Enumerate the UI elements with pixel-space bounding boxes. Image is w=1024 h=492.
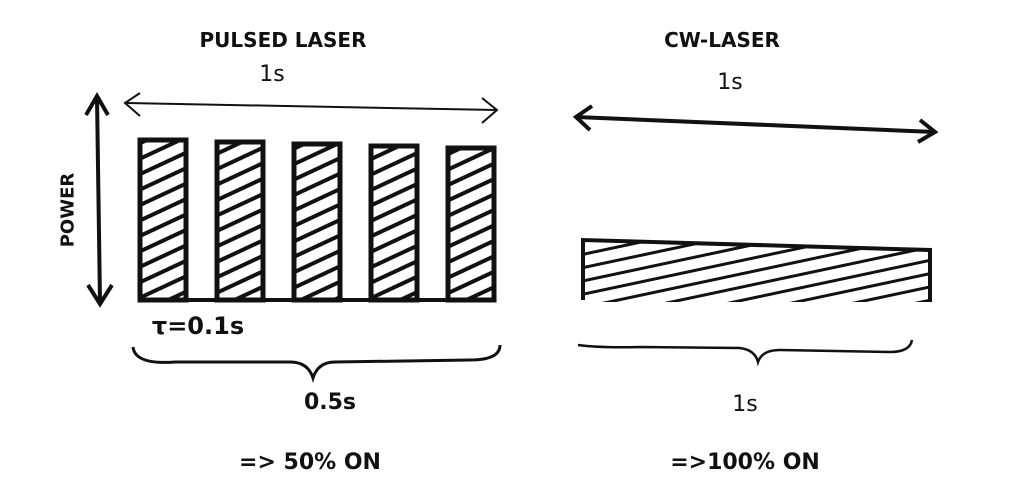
power-axis-label: POWER bbox=[57, 172, 79, 248]
power-axis-arrow bbox=[84, 92, 114, 308]
pulse-train bbox=[137, 137, 497, 303]
pulse bbox=[214, 139, 266, 303]
pulsed-period-label: 1s bbox=[259, 62, 285, 87]
pulse bbox=[445, 145, 497, 303]
pulsed-brace bbox=[131, 344, 502, 384]
cw-power-block bbox=[581, 237, 932, 302]
pulse-width-label: τ=0.1s bbox=[151, 312, 245, 340]
cw-on-time-label: 1s bbox=[732, 392, 758, 417]
pulse bbox=[291, 141, 343, 303]
cw-period-label: 1s bbox=[717, 70, 743, 95]
pulsed-period-arrow bbox=[123, 92, 499, 124]
cw-title: CW-LASER bbox=[664, 28, 780, 52]
pulsed-title: PULSED LASER bbox=[199, 28, 367, 52]
pulse bbox=[137, 137, 189, 303]
pulsed-on-time-label: 0.5s bbox=[303, 390, 357, 415]
cw-period-arrow bbox=[572, 104, 939, 144]
pulse bbox=[368, 143, 420, 303]
cw-brace bbox=[577, 339, 914, 367]
pulsed-duty-label: => 50% ON bbox=[239, 450, 381, 475]
cw-duty-label: =>100% ON bbox=[670, 450, 820, 475]
